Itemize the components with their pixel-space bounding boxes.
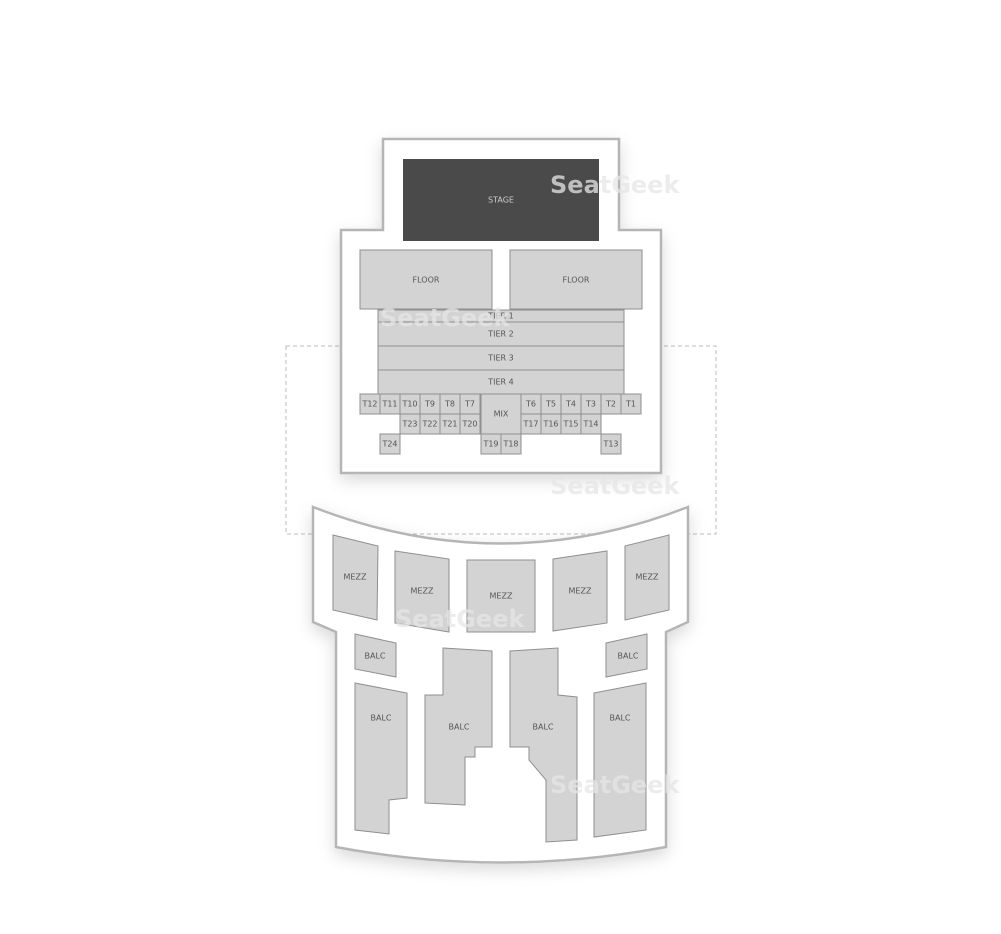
- section-label: T13: [602, 440, 618, 449]
- section-label: T7: [464, 400, 475, 409]
- section-label: TIER 3: [487, 354, 514, 363]
- section-label: T10: [401, 400, 417, 409]
- section-label: T18: [502, 440, 518, 449]
- seatgeek-watermark: SeatGeek: [550, 472, 680, 500]
- table-t1[interactable]: T1: [620, 393, 642, 415]
- section-mezz-2[interactable]: MEZZ: [394, 550, 450, 633]
- table-t16[interactable]: T16: [540, 413, 562, 435]
- section-label: BALC: [609, 714, 630, 723]
- section-balc-2[interactable]: BALC: [354, 682, 408, 835]
- section-label: T4: [565, 400, 576, 409]
- table-t22[interactable]: T22: [419, 413, 441, 435]
- table-t24[interactable]: T24: [379, 433, 401, 455]
- section-label: T14: [582, 420, 598, 429]
- table-t6[interactable]: T6: [520, 393, 542, 415]
- section-balc-3[interactable]: BALC: [424, 647, 493, 806]
- table-t20[interactable]: T20: [459, 413, 481, 435]
- section-label: T2: [605, 400, 616, 409]
- table-t15[interactable]: T15: [560, 413, 582, 435]
- section-label: T3: [585, 400, 596, 409]
- section-stage: STAGE: [403, 159, 599, 241]
- table-t13[interactable]: T13: [600, 433, 622, 455]
- section-label: T20: [461, 420, 477, 429]
- section-balc-6[interactable]: BALC: [605, 633, 648, 678]
- section-label: MEZZ: [344, 573, 367, 582]
- section-label: T22: [421, 420, 437, 429]
- section-label: T15: [562, 420, 578, 429]
- table-t11[interactable]: T11: [379, 393, 401, 415]
- section-label: BALC: [448, 723, 469, 732]
- table-t18[interactable]: T18: [500, 433, 522, 455]
- section-label: T8: [444, 400, 455, 409]
- section-mezz-3[interactable]: MEZZ: [466, 559, 536, 633]
- section-label: T17: [522, 420, 538, 429]
- section-label: T24: [381, 440, 397, 449]
- seatgeek-watermark: SeatGeek: [395, 605, 525, 633]
- seatgeek-watermark: SeatGeek: [380, 304, 510, 332]
- section-floor-left[interactable]: FLOOR: [359, 249, 493, 310]
- section-label: T12: [361, 400, 377, 409]
- section-label: T9: [424, 400, 435, 409]
- section-label: T23: [401, 420, 417, 429]
- table-t23[interactable]: T23: [399, 413, 421, 435]
- section-label: BALC: [617, 652, 638, 661]
- section-mix[interactable]: MIX: [480, 393, 522, 435]
- section-label: T6: [525, 400, 536, 409]
- section-tier-4[interactable]: TIER 4: [377, 369, 625, 395]
- table-t19[interactable]: T19: [480, 433, 502, 455]
- table-t2[interactable]: T2: [600, 393, 622, 415]
- table-t4[interactable]: T4: [560, 393, 582, 415]
- section-label: BALC: [532, 723, 553, 732]
- seatgeek-watermark: SeatGeek: [550, 771, 680, 799]
- section-label: BALC: [364, 652, 385, 661]
- section-floor-right[interactable]: FLOOR: [509, 249, 643, 310]
- zoom-frame: [285, 345, 717, 535]
- table-t7[interactable]: T7: [459, 393, 481, 415]
- section-label: TIER 2: [487, 330, 514, 339]
- section-label: T5: [545, 400, 556, 409]
- table-t17[interactable]: T17: [520, 413, 542, 435]
- section-label: FLOOR: [413, 276, 440, 285]
- table-t5[interactable]: T5: [540, 393, 562, 415]
- table-t14[interactable]: T14: [580, 413, 602, 435]
- table-t10[interactable]: T10: [399, 393, 421, 415]
- section-balc-4[interactable]: BALC: [509, 647, 578, 843]
- section-label: TIER 1: [487, 312, 514, 321]
- section-label: MEZZ: [569, 587, 592, 596]
- table-t12[interactable]: T12: [359, 393, 381, 415]
- table-t9[interactable]: T9: [419, 393, 441, 415]
- section-tier-3[interactable]: TIER 3: [377, 345, 625, 371]
- section-label: T19: [482, 440, 498, 449]
- table-t21[interactable]: T21: [439, 413, 461, 435]
- table-t8[interactable]: T8: [439, 393, 461, 415]
- seatgeek-watermark: SeatGeek: [550, 171, 680, 199]
- section-label: MEZZ: [636, 573, 659, 582]
- section-label: T21: [441, 420, 457, 429]
- section-label: MEZZ: [490, 592, 513, 601]
- section-mezz-1[interactable]: MEZZ: [332, 534, 379, 621]
- section-label: FLOOR: [563, 276, 590, 285]
- stage-label: STAGE: [488, 196, 514, 205]
- section-label: TIER 4: [487, 378, 514, 387]
- section-mezz-4[interactable]: MEZZ: [552, 550, 608, 632]
- section-label: MIX: [494, 410, 509, 419]
- section-mezz-5[interactable]: MEZZ: [624, 534, 670, 621]
- section-label: T1: [625, 400, 636, 409]
- section-label: MEZZ: [411, 587, 434, 596]
- section-label: T16: [542, 420, 558, 429]
- section-label: BALC: [370, 714, 391, 723]
- section-label: T11: [381, 400, 397, 409]
- section-balc-5[interactable]: BALC: [593, 682, 647, 838]
- section-balc-1[interactable]: BALC: [354, 633, 397, 678]
- table-t3[interactable]: T3: [580, 393, 602, 415]
